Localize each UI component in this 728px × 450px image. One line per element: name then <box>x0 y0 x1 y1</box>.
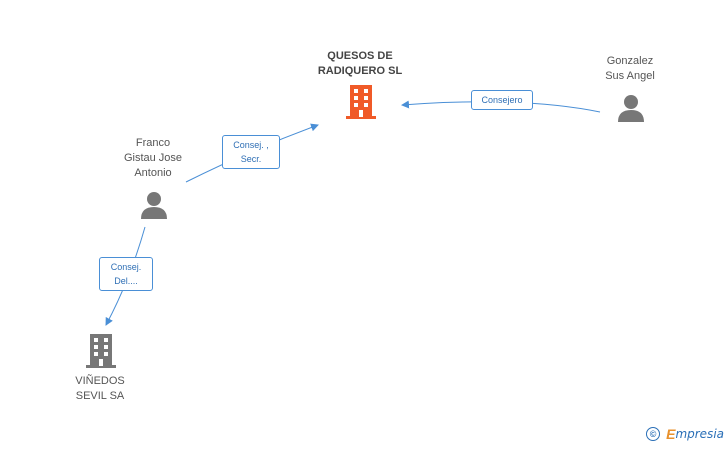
brand-logo-text: mpresia <box>675 427 724 441</box>
edge-label-consej-del[interactable]: Consej. Del.... <box>99 257 153 291</box>
person-icon[interactable] <box>140 191 168 219</box>
node-label-gonzalez: Gonzalez Sus Angel <box>605 55 655 82</box>
node-label-quesos: QUESOS DE RADIQUERO SL <box>317 50 403 77</box>
building-icon[interactable] <box>346 85 376 119</box>
edge-label-consejero[interactable]: Consejero <box>471 90 533 110</box>
edge-label-consej-secr[interactable]: Consej. , Secr. <box>222 135 280 169</box>
building-icon[interactable] <box>86 334 116 368</box>
copyright-icon: © <box>646 427 661 441</box>
footer-brand: © E mpresia <box>646 426 724 442</box>
node-label-franco: Franco Gistau Jose Antonio <box>123 137 183 179</box>
node-label-vinedos: VIÑEDOS SEVIL SA <box>75 375 125 402</box>
brand-logo-e: E <box>666 426 676 442</box>
person-icon[interactable] <box>617 94 645 122</box>
